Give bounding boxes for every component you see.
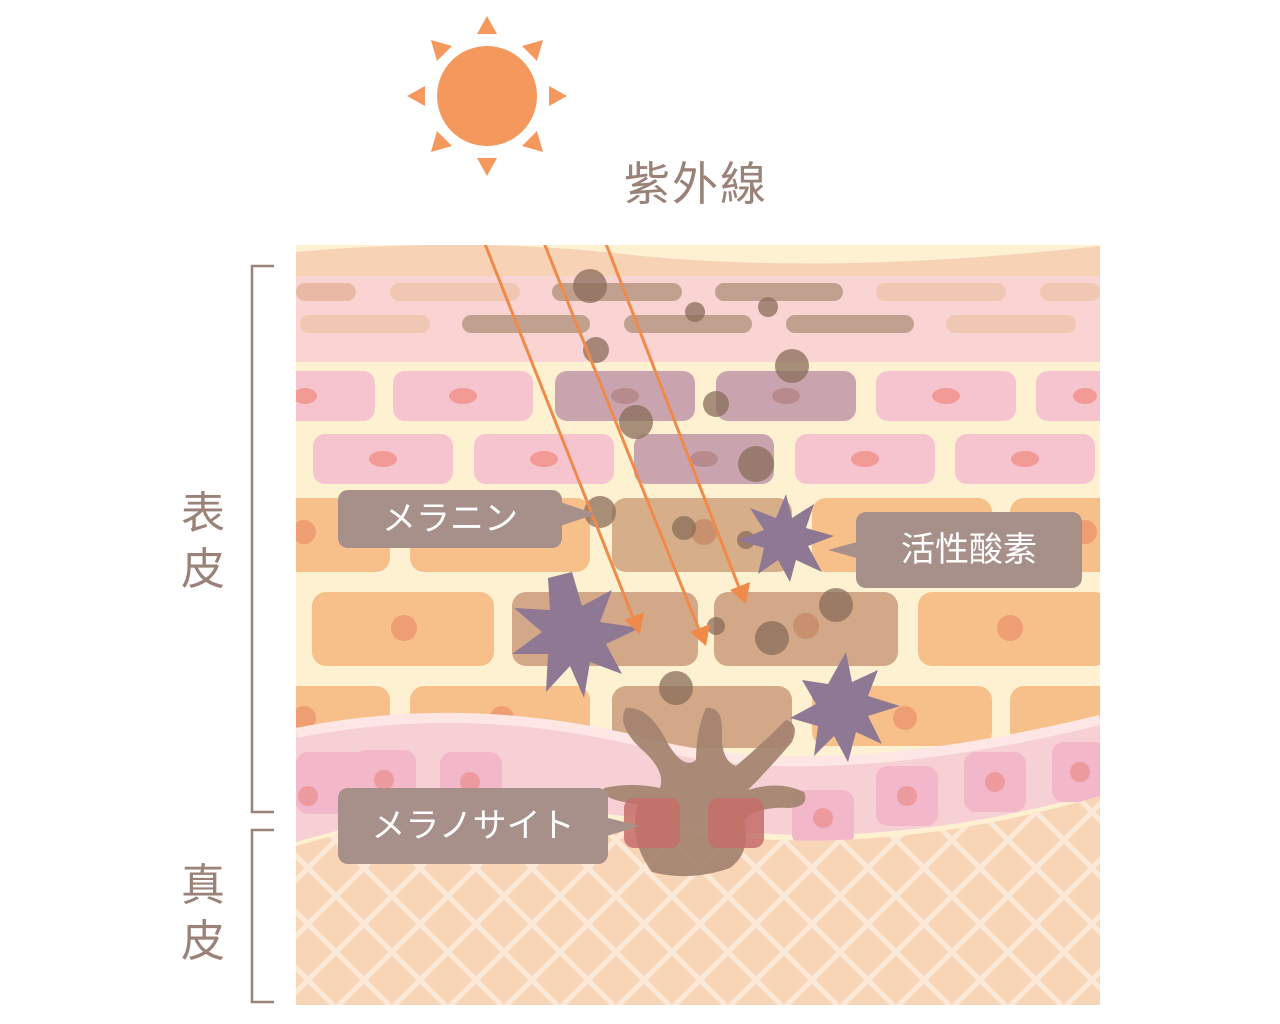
epidermis-bracket (250, 264, 274, 814)
uv-arrows (483, 245, 750, 646)
stratum-corneum-top (296, 245, 1100, 276)
epidermis-label: 表皮 (181, 488, 225, 595)
melanocyte-nuclei (624, 798, 764, 848)
melanocyte-tag: メラノサイト (338, 788, 608, 864)
ros-tag: 活性酸素 (856, 512, 1082, 588)
dermis-label: 真皮 (181, 860, 225, 967)
ros-stars (512, 494, 900, 762)
granular-layer (296, 370, 1100, 484)
tag-pointers (560, 502, 864, 838)
melanin-tag: メラニン (338, 490, 562, 548)
uv-label: 紫外線 (624, 157, 768, 211)
sun-icon (407, 16, 567, 176)
dermis-bracket (250, 828, 274, 1004)
